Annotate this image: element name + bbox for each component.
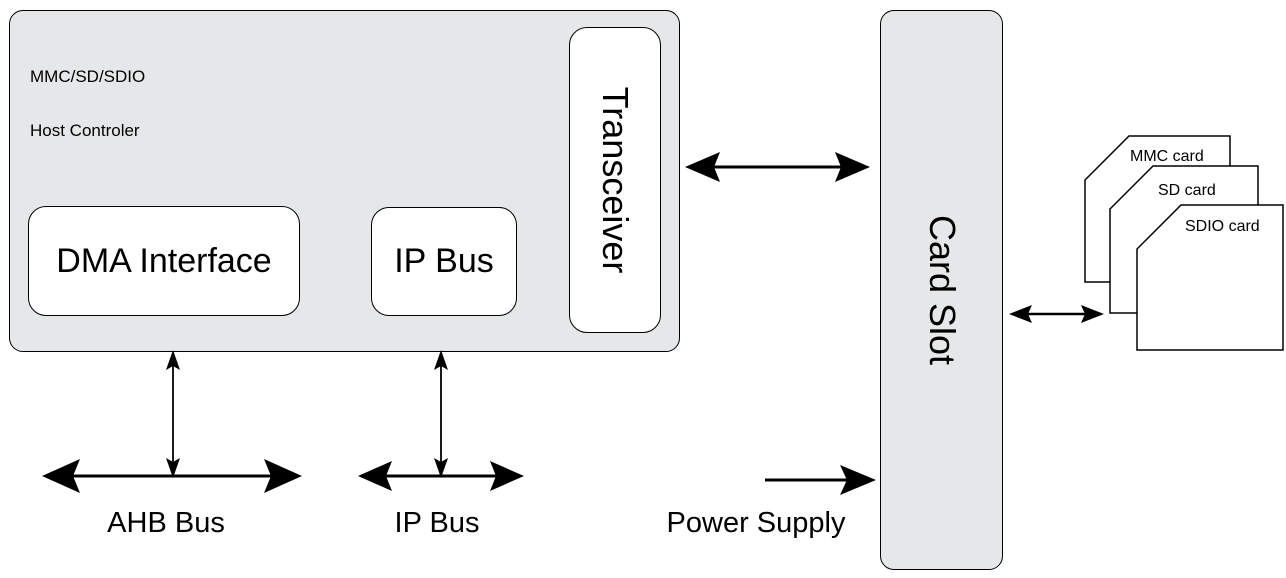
ip-bus-block: IP Bus [371, 207, 517, 316]
dma-ahb-vertical-arrow [166, 350, 180, 478]
ip-bus-arrow [358, 461, 524, 491]
ahb-bus-arrow [42, 459, 302, 493]
card-stack [1084, 135, 1284, 351]
host-controller-title-line2: Host Controler [30, 121, 140, 140]
power-supply-arrow [765, 465, 876, 495]
transceiver-cardslot-arrow [685, 152, 870, 182]
ip-bus-block-label: IP Bus [394, 242, 494, 280]
mmc-card-label: MMC card [1130, 148, 1204, 165]
sdio-card-label: SDIO card [1185, 218, 1260, 235]
ahb-bus-label: AHB Bus [107, 507, 225, 539]
ipbus-vertical-arrow [434, 350, 448, 478]
cardslot-cards-arrow [1009, 305, 1104, 323]
card-slot-block: Card Slot [880, 10, 1003, 570]
ip-bus-label: IP Bus [394, 507, 480, 539]
power-supply-label: Power Supply [666, 507, 846, 539]
card-slot-label: Card Slot [921, 214, 963, 366]
dma-interface-label: DMA Interface [56, 241, 272, 280]
transceiver-label: Transceiver [595, 86, 636, 274]
dma-interface-block: DMA Interface [28, 206, 300, 316]
host-controller-title-line1: MMC/SD/SDIO [30, 67, 146, 86]
sd-card-label: SD card [1158, 182, 1216, 199]
transceiver-block: Transceiver [569, 27, 661, 333]
